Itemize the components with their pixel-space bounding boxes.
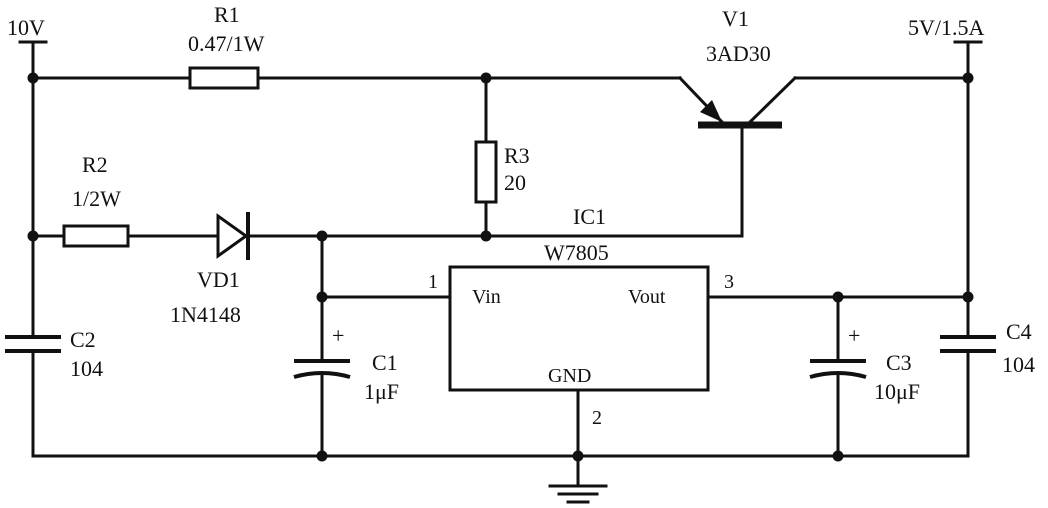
v1-value: 3AD30 [706,41,771,66]
r1-value: 0.47/1W [188,31,265,56]
junction-dot [27,72,39,84]
c1-value: 1μF [364,379,399,404]
r1-name: R1 [214,2,240,27]
c1-name: C1 [372,350,398,375]
r3-name: R3 [504,143,530,168]
r2-name: R2 [82,152,108,177]
pin-2-number: 2 [592,407,602,429]
ic1-value: W7805 [544,240,609,265]
c4-value: 104 [1002,352,1035,377]
ic1-body [448,265,710,392]
capacitor-c4 [940,335,996,353]
vd1-value: 1N4148 [170,302,241,327]
junction-dot [27,230,39,242]
resistor-r1 [188,66,260,90]
r3-value: 20 [504,170,526,195]
vd1-name: VD1 [197,267,240,292]
junction-dot [480,230,492,242]
pin-1-number: 1 [428,271,438,293]
pin-3-number: 3 [724,271,734,293]
junction-dot [316,450,328,462]
resistor-r3 [474,140,498,204]
output-voltage-label: 5V/1.5A [908,15,985,40]
c3-name: C3 [886,350,912,375]
junction-dot [962,72,974,84]
c4-name: C4 [1006,319,1032,344]
capacitor-c2 [5,335,61,353]
v1-name: V1 [722,6,749,31]
r2-value: 1/2W [72,186,121,211]
junction-dot [962,291,974,303]
c2-value: 104 [70,356,103,381]
junction-dot [316,291,328,303]
pin-gnd-label: GND [548,365,591,387]
wires [18,40,983,488]
capacitor-c3 [809,359,867,379]
junction-dots [27,72,974,462]
pin-vin-label: Vin [472,286,501,308]
ic1-name: IC1 [573,204,606,229]
transistor-v1 [698,100,782,129]
c3-value: 10μF [874,379,920,404]
c1-polarity-mark: + [332,323,344,348]
resistor-r2 [62,224,130,248]
ground-symbol [548,484,608,504]
junction-dot [832,450,844,462]
junction-dot [316,230,328,242]
diode-vd1 [216,212,250,260]
junction-dot [480,72,492,84]
c3-polarity-mark: + [848,323,860,348]
pin-vout-label: Vout [628,286,666,308]
c2-name: C2 [70,327,96,352]
emitter-arrow [700,100,722,122]
junction-dot [832,291,844,303]
junction-dot [572,450,584,462]
capacitor-c1 [293,359,351,379]
input-voltage-label: 10V [7,15,45,40]
